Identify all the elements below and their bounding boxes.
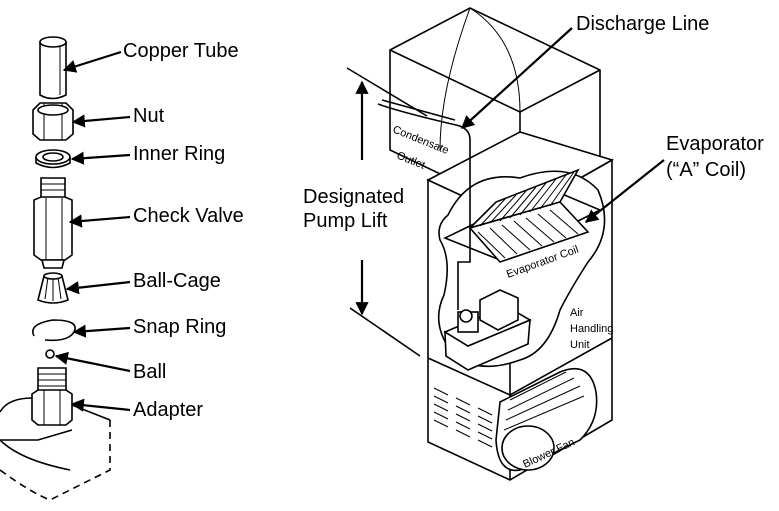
label-a-coil: (“A” Coil) [666,159,746,181]
inner-ring-part [35,149,71,169]
arrow-inner-ring [70,151,131,165]
label-check-valve: Check Valve [133,205,244,227]
check-valve-part [33,177,73,269]
arrow-copper-tube [62,50,122,73]
arrow-evaporator [584,159,665,223]
arrow-adapter [70,398,131,412]
arrow-ball-cage [65,280,131,295]
arrow-ball [54,351,131,373]
label-ball: Ball [133,361,166,383]
label-snap-ring: Snap Ring [133,316,226,338]
label-unit: Unit [570,339,590,351]
arrow-check-valve [68,214,131,228]
label-discharge-line: Discharge Line [576,13,709,35]
blower-fan: Blower Fan [495,367,598,472]
ball-cage-part [37,272,69,304]
label-ball-cage: Ball-Cage [133,270,221,292]
condensate-pump [443,289,532,371]
label-designated: Designated [303,186,404,208]
nut-part [32,102,74,141]
label-handling: Handling [570,323,613,335]
exploded-check-valve: Copper Tube Nut Inner Ring Check Valve B… [0,36,244,501]
label-adapter: Adapter [133,399,203,421]
vent-slots-left [433,387,493,448]
air-handling-unit-illustration: Evaporator Coil Blower Fan [303,7,764,481]
label-pump-lift: Pump Lift [303,210,388,232]
arrow-nut [71,114,131,128]
label-nut: Nut [133,105,165,127]
pump-lift-dimension [346,67,428,357]
ball-part [45,349,55,359]
snap-ring-part [32,319,76,342]
label-air: Air [570,307,584,319]
label-copper-tube: Copper Tube [123,40,239,62]
label-inner-ring: Inner Ring [133,143,225,165]
label-evaporator: Evaporator [666,133,764,155]
adapter-part [31,367,73,426]
copper-tube-part [39,36,67,100]
arrow-snap-ring [72,324,131,338]
arrow-discharge-line [461,27,573,129]
